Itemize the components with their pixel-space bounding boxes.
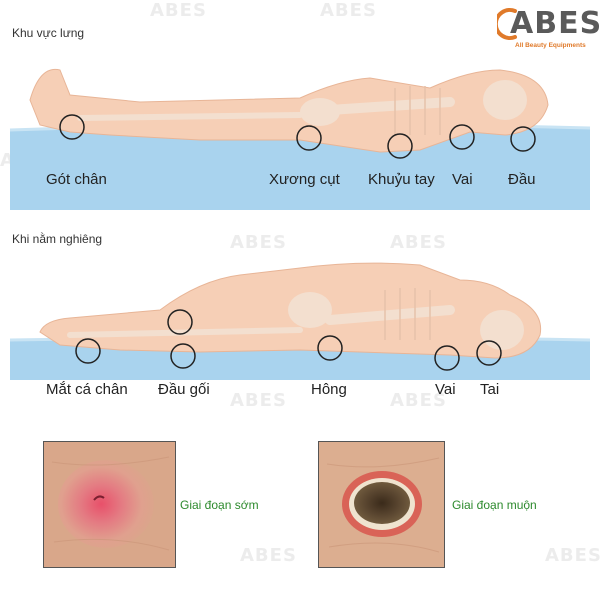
section-title-side: Khi nằm nghiêng: [12, 232, 103, 246]
label-shoulder-side: Vai: [435, 381, 456, 398]
late-ulcer-image: [319, 442, 444, 567]
marker-heel: [59, 114, 85, 140]
watermark: ABES: [545, 545, 600, 566]
marker-ankle: [75, 338, 101, 364]
marker-shoulder-side: [434, 345, 460, 371]
lateral-illustration: [9, 262, 591, 380]
watermark: ABES: [150, 0, 207, 21]
label-elbow: Khuỷu tay: [368, 171, 435, 188]
watermark: ABES: [230, 232, 287, 253]
watermark: ABES: [240, 545, 297, 566]
watermark: ABES: [320, 0, 377, 21]
label-hip: Hông: [311, 381, 347, 398]
early-stage-label: Giai đoạn sớm: [180, 498, 259, 512]
logo-wordmark: ABES: [510, 6, 600, 41]
early-stage-photo: [43, 441, 176, 568]
marker-elbow: [387, 133, 413, 159]
marker-shoulder: [449, 124, 475, 150]
marker-hip: [317, 335, 343, 361]
label-shoulder: Vai: [452, 171, 473, 188]
label-ankle: Mắt cá chân: [46, 381, 128, 398]
marker-ear: [476, 340, 502, 366]
section-title-back: Khu vực lưng: [12, 26, 85, 40]
marker-knee-top: [167, 309, 193, 335]
supine-illustration: [9, 68, 591, 210]
late-stage-photo: [318, 441, 445, 568]
late-stage-label: Giai đoạn muộn: [452, 498, 537, 512]
label-heel: Gót chân: [46, 171, 107, 188]
watermark: ABES: [390, 232, 447, 253]
marker-head: [510, 126, 536, 152]
logo-arc-icon: [497, 8, 517, 40]
marker-coccyx: [296, 125, 322, 151]
marker-knee: [170, 343, 196, 369]
brand-logo: ABES All Beauty Equipments: [497, 4, 600, 52]
watermark: ABES: [230, 390, 287, 411]
label-ear: Tai: [480, 381, 500, 398]
logo-tagline: All Beauty Equipments: [515, 42, 586, 49]
label-head: Đầu: [508, 171, 536, 188]
watermark: ABES: [390, 390, 447, 411]
early-ulcer-image: [44, 442, 175, 567]
label-coccyx: Xương cụt: [269, 171, 340, 188]
label-knee: Đầu gối: [158, 381, 210, 398]
